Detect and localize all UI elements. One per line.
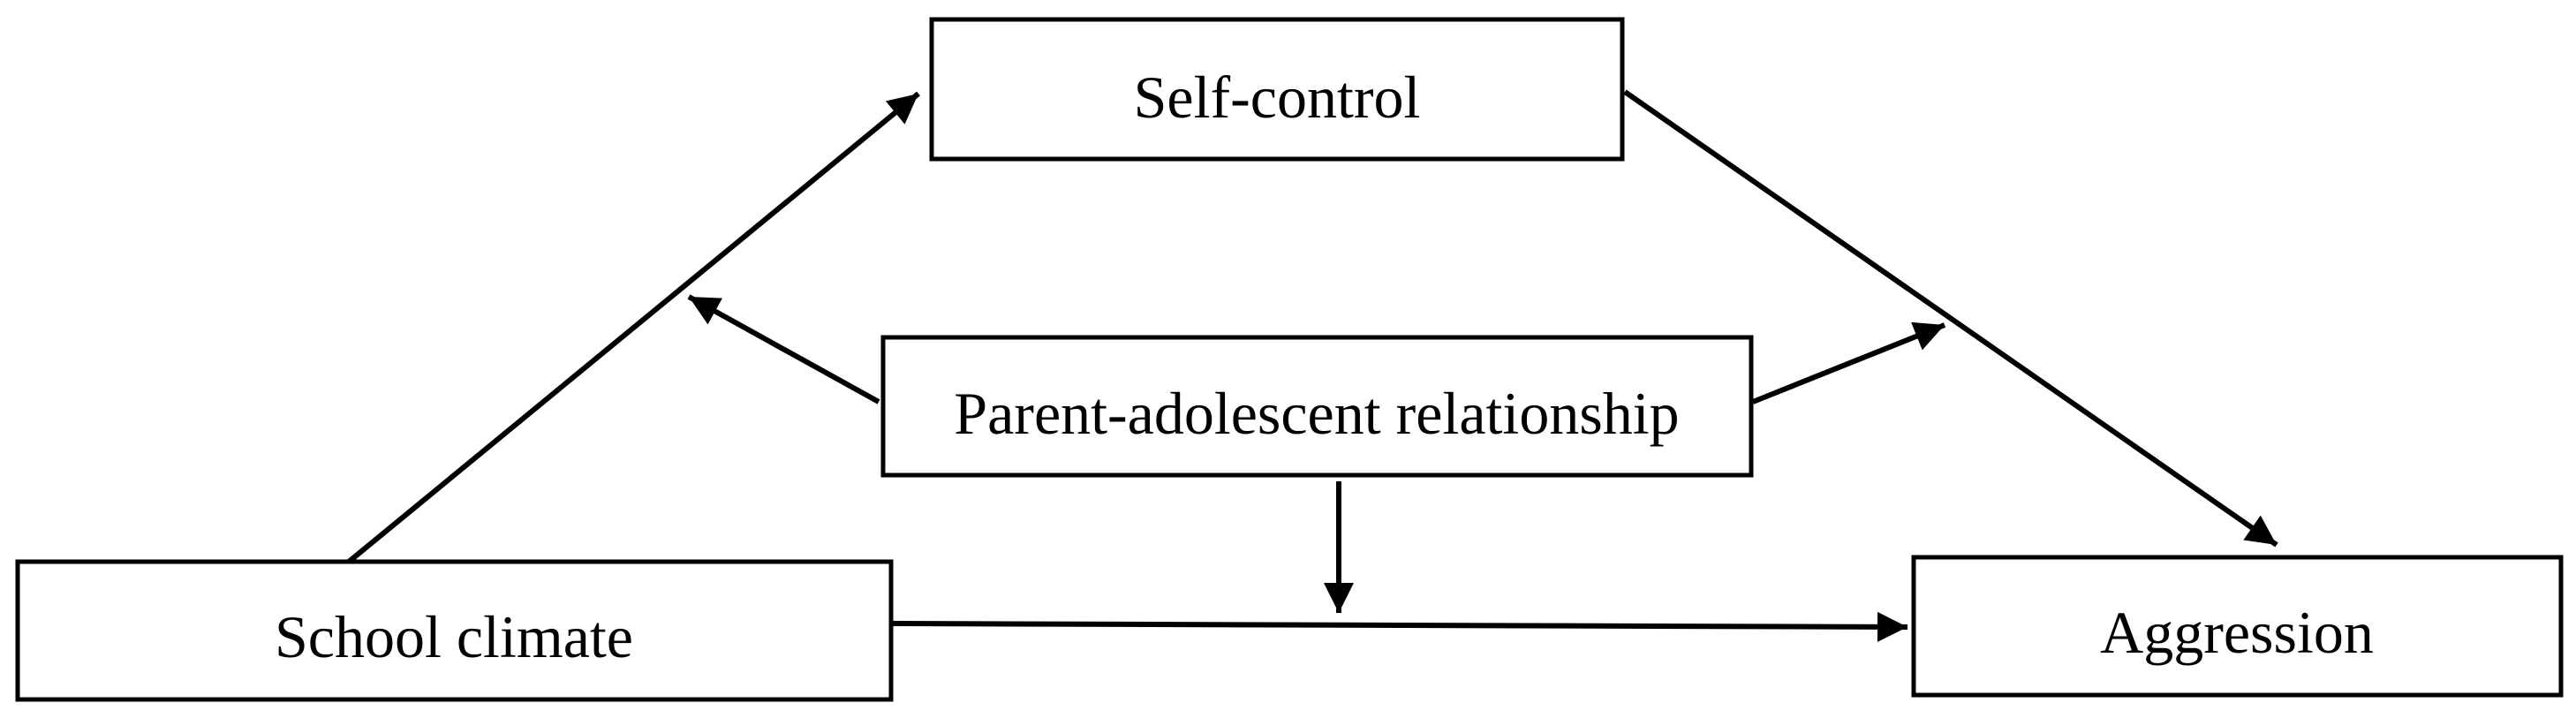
aggression-box (1911, 555, 2564, 698)
node-boxes (15, 17, 2564, 702)
node-labels: Self-control Parent-adolescent relations… (275, 64, 2374, 670)
moderator-box (880, 335, 1754, 478)
arrow-moderator-to-right-path (1751, 321, 1946, 404)
arrow-school-climate-to-aggression (891, 611, 1908, 642)
self-control-box (929, 17, 1625, 162)
arrow-school-climate-to-self-control (347, 91, 920, 564)
aggression-label: Aggression (2100, 599, 2374, 666)
moderator-label: Parent-adolescent relationship (954, 380, 1679, 447)
self-control-label: Self-control (1134, 64, 1421, 131)
school-climate-label: School climate (275, 603, 633, 670)
school-climate-box (15, 559, 894, 702)
arrows (347, 89, 2278, 642)
arrow-moderator-to-left-path (687, 294, 880, 404)
arrow-self-control-to-aggression (1623, 89, 2278, 548)
